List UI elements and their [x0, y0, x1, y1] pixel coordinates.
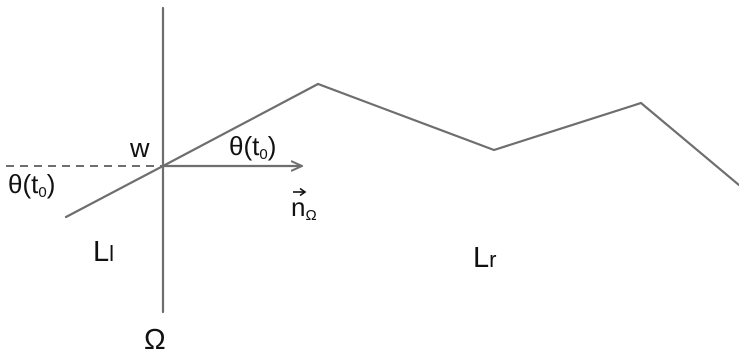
label-theta-upper: θ(t0)	[229, 131, 276, 163]
left-segment-line	[64, 164, 165, 219]
vector-arrow-accent-head	[299, 187, 307, 197]
label-L-right: Lr	[473, 242, 496, 274]
label-w: w	[129, 133, 150, 163]
svg-text:nΩ: nΩ	[291, 192, 317, 224]
label-L-left: Ll	[93, 236, 114, 268]
label-normal-vector: nΩ	[291, 187, 317, 224]
right-polyline	[161, 82, 739, 187]
label-normal-sub: Ω	[305, 207, 316, 224]
label-theta-lower: θ(t0)	[8, 169, 55, 201]
label-normal-base: n	[291, 192, 305, 222]
label-omega: Ω	[144, 324, 166, 356]
